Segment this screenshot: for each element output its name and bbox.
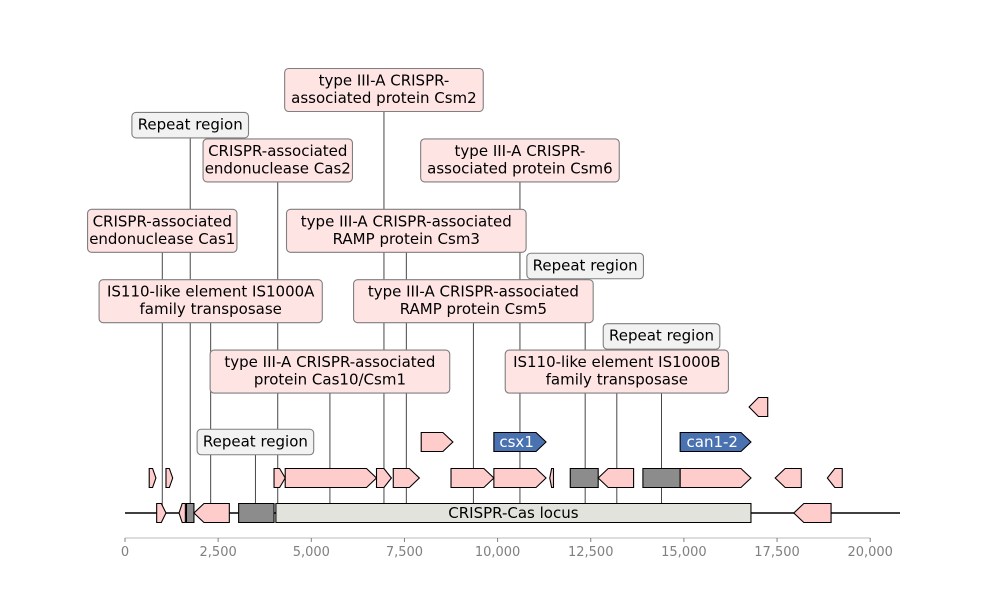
annotation-text: IS110-like element IS1000A: [107, 283, 315, 301]
gene-label: can1-2: [687, 433, 738, 451]
gene-arrow: [549, 467, 555, 489]
annotation-box: [284, 67, 484, 113]
annotation-box: [87, 208, 238, 253]
x-tick-label: 7,500: [386, 545, 423, 560]
crispr-cas-locus-box: [275, 502, 752, 524]
annotation-text: endonuclease Cas1: [89, 230, 235, 248]
locus-label: CRISPR-Cas locus: [448, 504, 578, 522]
annotation-box: [420, 138, 620, 183]
annotation-text: IS110-like element IS1000B: [513, 353, 721, 371]
gene-arrow: [420, 431, 454, 453]
annotation-text: type III-A CRISPR-associated: [224, 353, 435, 371]
annotation-box: [602, 323, 721, 350]
gene-arrow: [178, 502, 186, 524]
gene-arrow: [148, 467, 157, 489]
repeat-region-box: [569, 467, 599, 489]
named-gene-arrow: [679, 431, 752, 453]
annotation-box: [504, 349, 729, 394]
annotation-box: [526, 252, 645, 280]
annotation-text: associated protein Csm6: [427, 159, 613, 177]
gene-arrow: [679, 467, 752, 489]
annotation-box: [202, 138, 354, 183]
annotation-box: [285, 208, 527, 253]
annotation-text: type III-A CRISPR-associated: [301, 212, 512, 230]
gene-arrow: [450, 467, 495, 489]
annotation-text: CRISPR-associated: [93, 212, 232, 230]
gene-arrow: [392, 467, 421, 489]
feature-track: CRISPR-Cas locus csx1 can1-2: [148, 396, 843, 524]
x-tick-label: 20,000: [847, 545, 893, 560]
annotation-text: RAMP protein Csm5: [400, 300, 547, 318]
gene-label: csx1: [499, 433, 533, 451]
annotation-text: Repeat region: [138, 115, 243, 133]
gene-arrow: [748, 396, 769, 418]
gene-arrow: [826, 467, 843, 489]
x-tick-label: 17,500: [754, 545, 800, 560]
annotation-label: Repeat region: [196, 428, 315, 456]
annotation-label: type III-A CRISPR-associated protein Csm…: [284, 67, 484, 113]
annotation-box: [209, 349, 451, 394]
x-tick-label: 5,000: [293, 545, 330, 560]
gene-arrow: [193, 502, 230, 524]
annotation-text: protein Cas10/Csm1: [254, 371, 406, 389]
annotation-text: CRISPR-associated: [208, 142, 347, 160]
annotation-text: family transposase: [546, 371, 688, 389]
annotation-text: RAMP protein Csm3: [333, 230, 480, 248]
annotation-label: Repeat region: [602, 323, 721, 350]
annotation-text: Repeat region: [609, 327, 714, 345]
annotation-text: type III-A CRISPR-: [455, 142, 586, 160]
x-tick-label: 2,500: [200, 545, 237, 560]
x-tick-label: 10,000: [475, 545, 521, 560]
annotation-box: [131, 111, 250, 139]
gene-arrow: [284, 467, 378, 489]
gene-arrow: [156, 502, 167, 524]
gene-arrow: [165, 467, 174, 489]
gene-arrow: [375, 467, 393, 489]
annotation-label: Repeat region: [526, 252, 645, 280]
repeat-region-box: [642, 467, 681, 489]
gene-arrow: [774, 467, 802, 489]
gene-arrow: [597, 467, 635, 489]
annotation-text: Repeat region: [203, 432, 308, 450]
annotation-label: Repeat region: [131, 111, 250, 139]
repeat-region-box: [185, 502, 195, 524]
x-tick-label: 0: [121, 545, 129, 560]
gene-arrow: [793, 502, 832, 524]
annotation-text: associated protein Csm2: [291, 89, 477, 107]
repeat-region-box: [238, 502, 275, 524]
annotation-box: [196, 428, 315, 456]
annotation-text: Repeat region: [533, 256, 638, 274]
gene-arrow: [273, 467, 286, 489]
annotation-label: type III-A CRISPR-associated protein Csm…: [420, 138, 620, 183]
annotation-text: endonuclease Cas2: [205, 159, 351, 177]
annotation-text: type III-A CRISPR-associated: [368, 283, 579, 301]
x-axis: 0 2,500 5,000 7,500 10,000 12,500 15,000 17,500…: [121, 537, 893, 560]
annotation-box: [98, 279, 323, 324]
x-tick-label: 12,500: [568, 545, 614, 560]
annotation-box: [353, 279, 594, 324]
named-gene-arrow: [493, 431, 547, 453]
annotation-text: type III-A CRISPR-: [319, 72, 450, 90]
x-tick-label: 15,000: [661, 545, 707, 560]
annotation-text: family transposase: [140, 300, 282, 318]
gene-arrow: [493, 467, 547, 489]
